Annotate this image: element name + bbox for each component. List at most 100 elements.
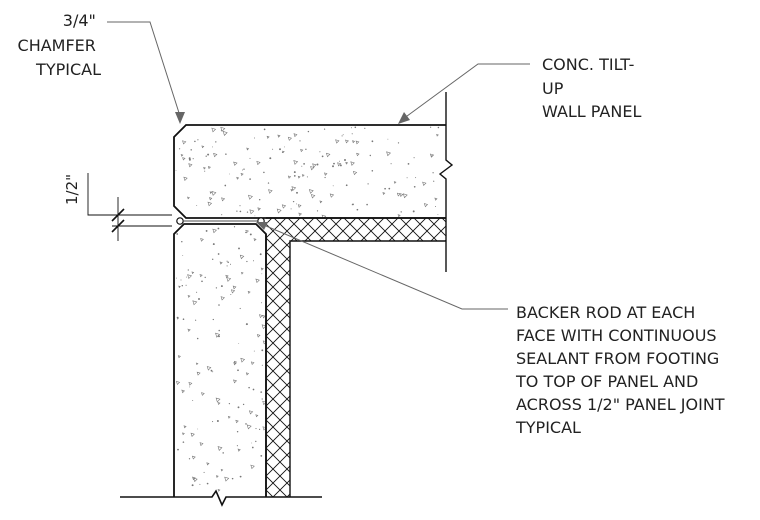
concrete-speck: [390, 163, 392, 165]
concrete-speck: [188, 158, 191, 161]
concrete-aggregate: [203, 166, 206, 170]
panel-leader: [398, 63, 530, 124]
concrete-aggregate: [247, 291, 251, 294]
concrete-speck: [229, 173, 231, 175]
concrete-speck: [237, 369, 239, 372]
concrete-speck: [227, 261, 229, 264]
concrete-speck: [204, 276, 206, 279]
concrete-aggregate: [396, 192, 401, 197]
concrete-aggregate: [250, 361, 255, 365]
concrete-speck: [430, 126, 432, 128]
concrete-speck: [323, 128, 326, 130]
concrete-speck: [299, 140, 301, 142]
concrete-aggregate: [256, 160, 261, 166]
concrete-speck: [293, 175, 296, 177]
concrete-aggregate: [233, 360, 238, 365]
concrete-aggregate: [221, 197, 226, 202]
concrete-aggregate: [355, 140, 360, 145]
concrete-speck: [242, 403, 245, 406]
concrete-aggregate: [188, 163, 193, 168]
concrete-aggregate: [225, 274, 229, 279]
break-line-right: [438, 92, 454, 272]
concrete-aggregate: [259, 314, 263, 319]
concrete-aggregate: [215, 332, 221, 338]
concrete-speck: [332, 185, 334, 187]
concrete-speck: [221, 214, 223, 216]
concrete-aggregate: [253, 238, 257, 242]
concrete-speck: [261, 398, 263, 400]
concrete-speck: [212, 146, 213, 148]
concrete-speck: [212, 421, 214, 423]
concrete-speck: [228, 402, 231, 405]
concrete-aggregate: [200, 238, 204, 242]
backer-note-line: BACKER ROD AT EACH: [516, 303, 695, 322]
concrete-speck: [249, 178, 251, 180]
concrete-aggregate: [297, 204, 302, 208]
top-wall-panel: [173, 124, 446, 219]
concrete-speck: [290, 208, 292, 210]
concrete-speck: [229, 263, 232, 265]
chamfer-note-line: CHAMFER: [18, 36, 96, 55]
concrete-aggregate: [237, 448, 241, 452]
concrete-aggregate: [423, 203, 429, 208]
concrete-speck: [215, 141, 217, 143]
concrete-speck: [356, 208, 359, 211]
concrete-speck: [406, 177, 408, 179]
concrete-speck: [260, 391, 263, 393]
concrete-speck: [319, 151, 321, 153]
concrete-aggregate: [187, 295, 191, 298]
concrete-speck: [182, 441, 185, 443]
concrete-aggregate: [337, 162, 342, 167]
concrete-speck: [341, 135, 343, 137]
concrete-speck: [387, 138, 389, 140]
concrete-speck: [225, 153, 227, 155]
concrete-speck: [258, 198, 261, 201]
concrete-aggregate: [217, 446, 223, 451]
concrete-aggregate: [183, 176, 188, 181]
concrete-aggregate: [266, 135, 270, 139]
concrete-speck: [189, 386, 191, 388]
concrete-aggregate: [255, 278, 260, 284]
concrete-aggregate: [240, 173, 244, 177]
concrete-speck: [339, 164, 342, 167]
concrete-speck: [245, 323, 248, 326]
concrete-aggregate: [276, 208, 282, 214]
concrete-speck: [236, 430, 239, 433]
concrete-speck: [245, 423, 247, 425]
backer-note-line: SEALANT FROM FOOTING: [516, 349, 719, 368]
concrete-speck: [191, 484, 194, 487]
concrete-aggregate: [326, 152, 331, 158]
concrete-aggregate: [287, 175, 292, 179]
concrete-speck: [366, 203, 368, 206]
concrete-aggregate: [213, 152, 218, 158]
concrete-speck: [231, 477, 234, 480]
concrete-aggregate: [434, 197, 438, 201]
concrete-speck: [220, 285, 223, 288]
concrete-speck: [212, 243, 215, 246]
concrete-aggregate: [206, 366, 212, 371]
concrete-aggregate: [287, 136, 292, 141]
chamfer-leader: [107, 21, 185, 124]
concrete-speck: [226, 265, 228, 267]
concrete-speck: [253, 137, 256, 139]
concrete-aggregate: [209, 191, 213, 194]
concrete-aggregate: [207, 201, 213, 207]
concrete-speck: [196, 204, 198, 206]
concrete-speck: [246, 211, 249, 213]
concrete-aggregate: [256, 334, 261, 338]
concrete-aggregate: [300, 148, 304, 153]
concrete-speck: [236, 210, 238, 212]
concrete-speck: [217, 227, 220, 230]
concrete-aggregate: [233, 379, 238, 384]
concrete-speck: [364, 127, 366, 129]
concrete-aggregate: [222, 131, 228, 136]
concrete-speck: [260, 455, 263, 457]
insulation-edge-inner: [289, 240, 446, 497]
concrete-aggregate: [422, 181, 427, 186]
concrete-aggregate: [195, 362, 199, 366]
concrete-aggregate: [180, 154, 184, 157]
concrete-speck: [388, 187, 391, 190]
concrete-speck: [181, 240, 183, 243]
